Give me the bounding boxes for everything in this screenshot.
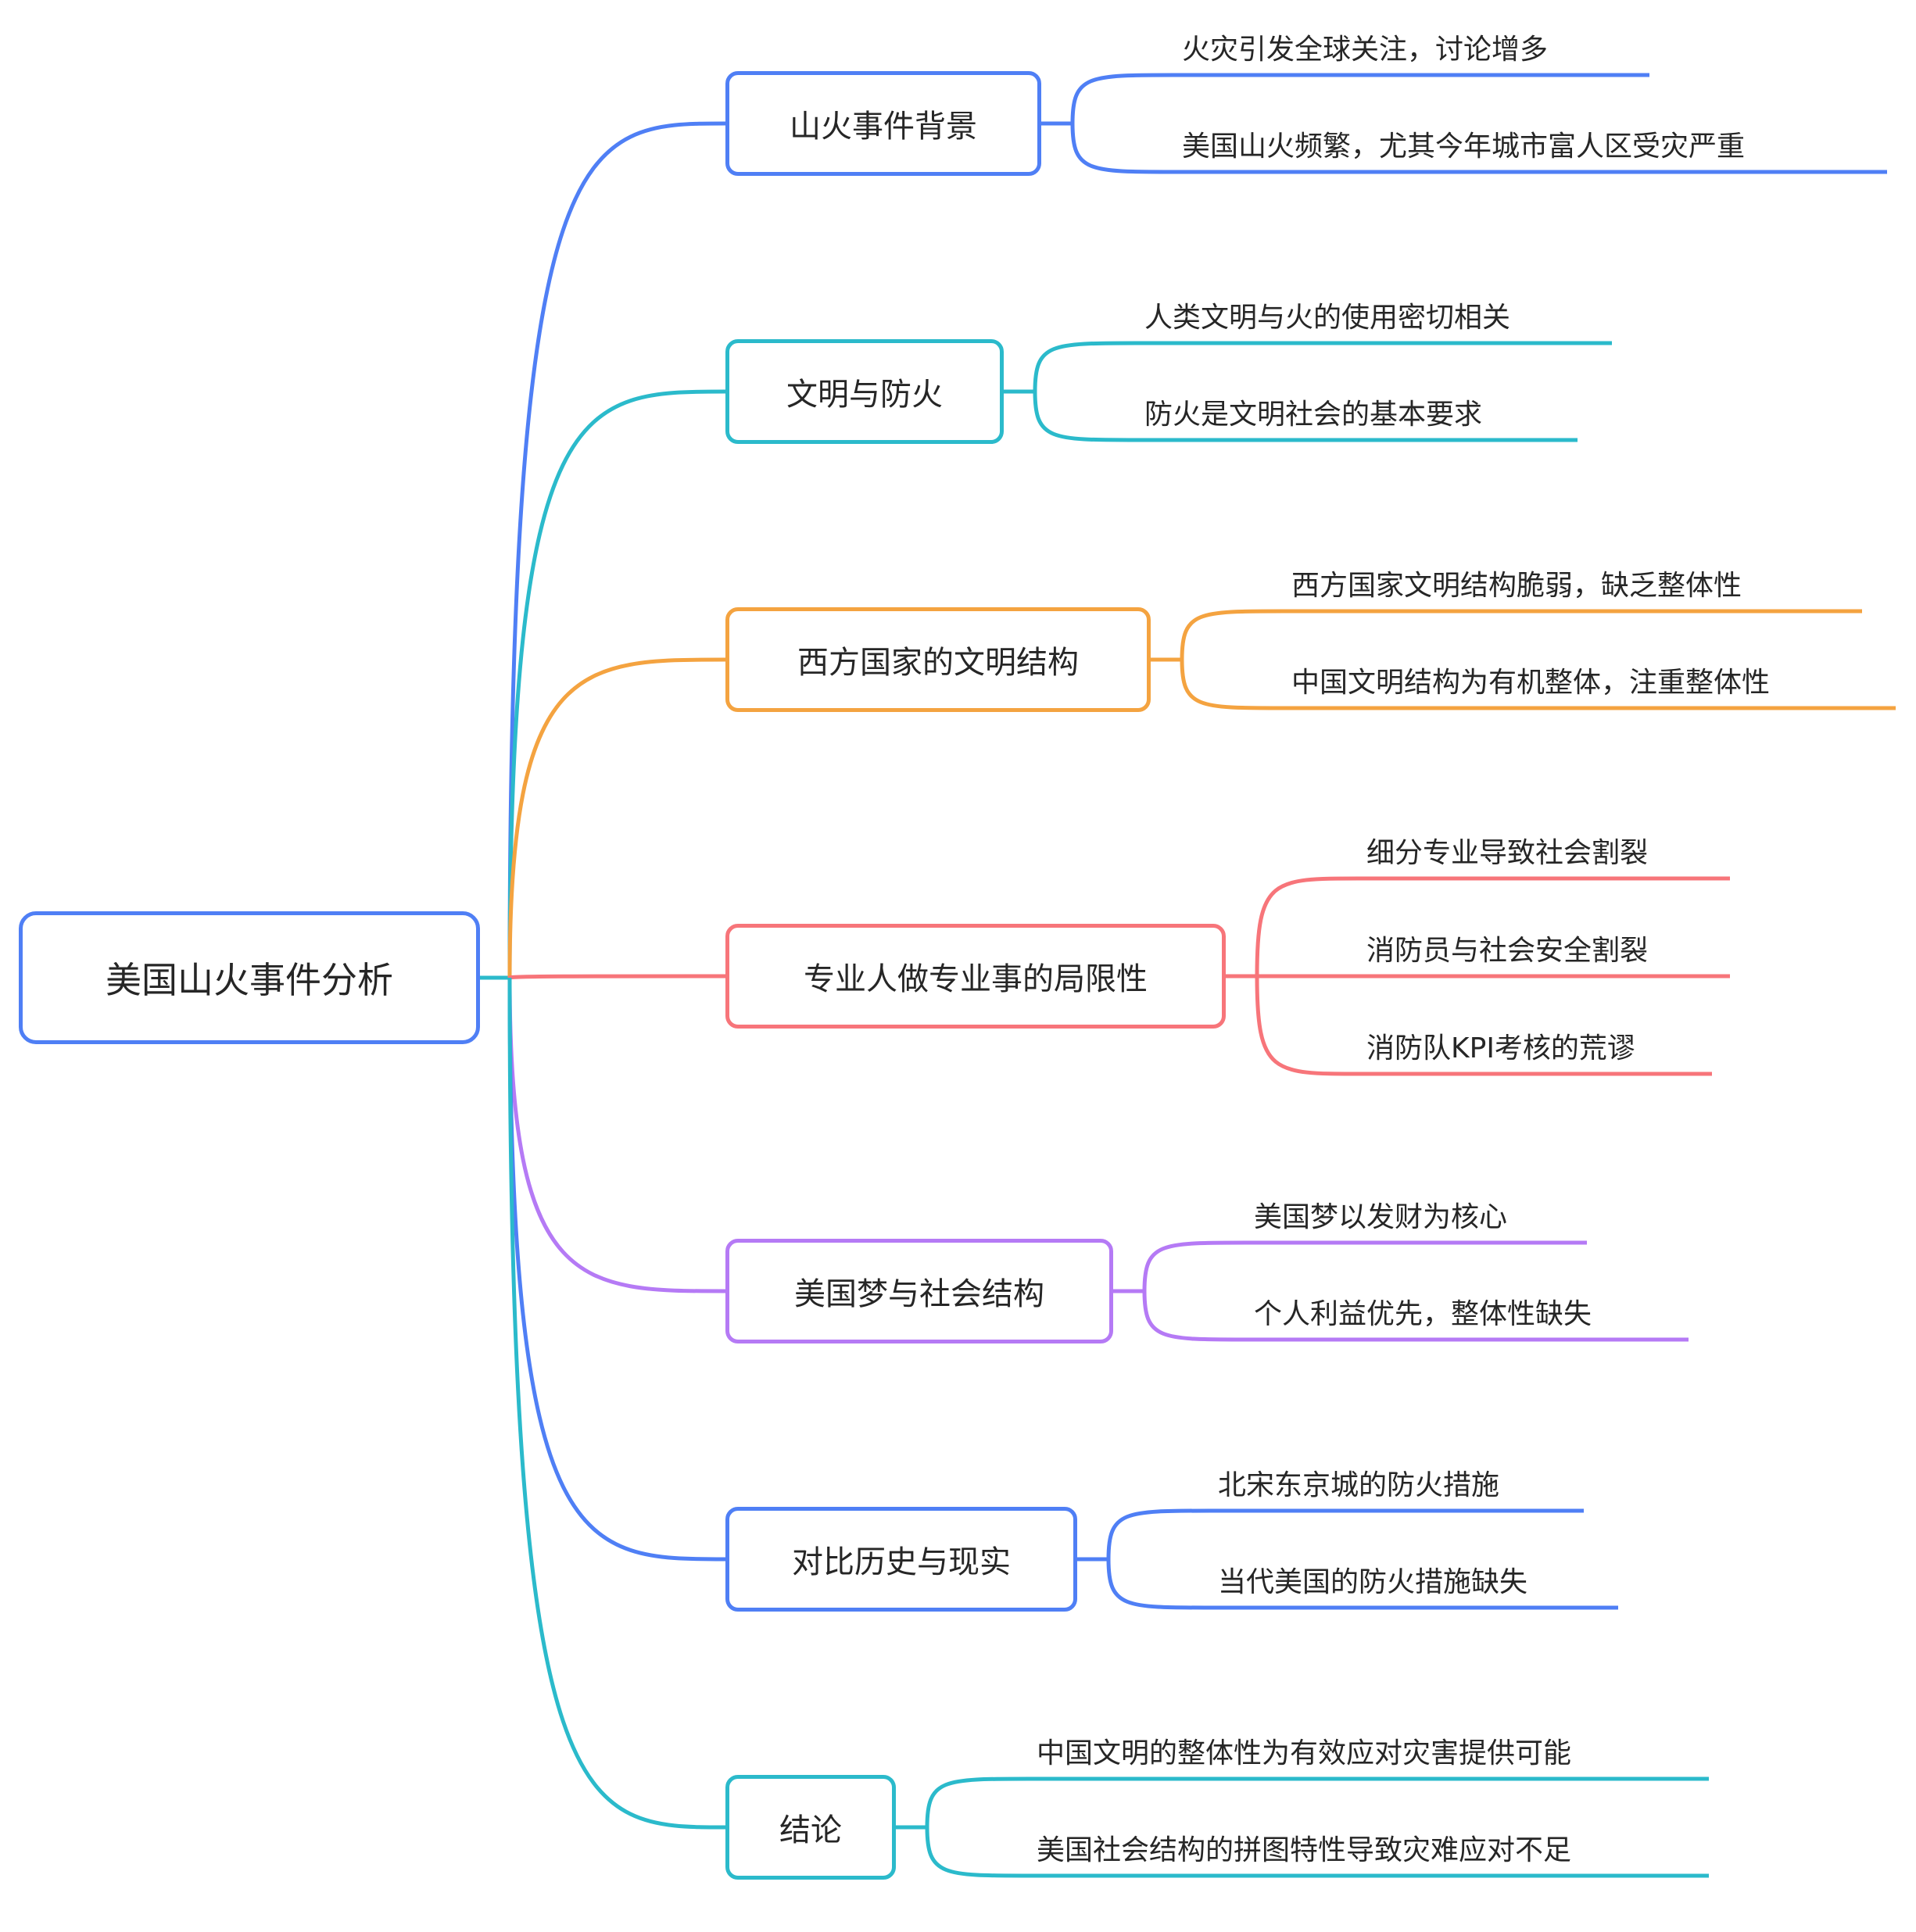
leaf-connector bbox=[1255, 876, 1730, 977]
branch-node[interactable]: 专业人做专业事的局限性 bbox=[725, 924, 1226, 1029]
branch-connector bbox=[507, 121, 726, 979]
branch-label: 结论 bbox=[779, 1812, 842, 1848]
leaf-connector bbox=[1033, 341, 1612, 392]
leaf-connector bbox=[1033, 391, 1578, 442]
leaf-node[interactable]: 消防员与社会安全割裂 bbox=[1366, 935, 1649, 967]
leaf-connector bbox=[925, 1826, 1709, 1878]
branch-node[interactable]: 文明与防火 bbox=[725, 339, 1004, 444]
leaf-node[interactable]: 中国文明结构为有机整体，注重整体性 bbox=[1291, 667, 1771, 699]
leaf-node[interactable]: 中国文明的整体性为有效应对灾害提供可能 bbox=[1037, 1737, 1572, 1769]
branch-node[interactable]: 山火事件背景 bbox=[725, 71, 1041, 176]
branch-connector bbox=[507, 974, 726, 980]
leaf-connector bbox=[1142, 1240, 1587, 1292]
branch-connector bbox=[507, 977, 726, 1830]
root-node[interactable]: 美国山火事件分析 bbox=[19, 911, 480, 1044]
leaf-connector bbox=[1106, 1508, 1584, 1560]
branch-label: 对比历史与现实 bbox=[792, 1544, 1011, 1580]
branch-node[interactable]: 西方国家的文明结构 bbox=[725, 607, 1151, 712]
leaf-node[interactable]: 人类文明与火的使用密切相关 bbox=[1144, 302, 1511, 334]
leaf-node[interactable]: 防火是文明社会的基本要求 bbox=[1144, 399, 1483, 431]
branch-label: 专业人做专业事的局限性 bbox=[804, 961, 1148, 997]
leaf-connector bbox=[925, 1776, 1709, 1828]
leaf-connector bbox=[1180, 609, 1862, 660]
leaf-connector bbox=[1070, 123, 1887, 174]
leaf-connector bbox=[1255, 975, 1712, 1076]
branch-label: 文明与防火 bbox=[786, 377, 943, 413]
leaf-node[interactable]: 北宋东京城的防火措施 bbox=[1218, 1469, 1500, 1501]
leaf-node[interactable]: 美国梦以发财为核心 bbox=[1254, 1201, 1508, 1233]
leaf-connector bbox=[1070, 73, 1649, 124]
leaf-node[interactable]: 西方国家文明结构脆弱，缺乏整体性 bbox=[1291, 570, 1742, 602]
leaf-node[interactable]: 美国社会结构的拼图特性导致灾难应对不足 bbox=[1037, 1834, 1572, 1866]
root-label: 美国山火事件分析 bbox=[106, 959, 393, 1001]
leaf-node[interactable]: 个人利益优先，整体性缺失 bbox=[1254, 1298, 1592, 1330]
leaf-node[interactable]: 火灾引发全球关注，讨论增多 bbox=[1182, 34, 1549, 66]
leaf-node[interactable]: 消防队KPI考核的荒谬 bbox=[1366, 1032, 1635, 1064]
leaf-node[interactable]: 当代美国的防火措施缺失 bbox=[1218, 1566, 1528, 1598]
branch-node[interactable]: 对比历史与现实 bbox=[725, 1507, 1077, 1612]
branch-connector bbox=[507, 977, 726, 1562]
branch-label: 美国梦与社会结构 bbox=[794, 1276, 1044, 1312]
branch-node[interactable]: 结论 bbox=[725, 1775, 896, 1880]
branch-label: 山火事件背景 bbox=[790, 109, 977, 145]
branch-connector bbox=[507, 389, 726, 979]
leaf-connector bbox=[1180, 659, 1896, 710]
leaf-connector bbox=[1142, 1290, 1689, 1342]
leaf-connector bbox=[1106, 1558, 1618, 1610]
branch-node[interactable]: 美国梦与社会结构 bbox=[725, 1239, 1113, 1343]
branch-label: 西方国家的文明结构 bbox=[797, 645, 1079, 681]
leaf-node[interactable]: 细分专业导致社会割裂 bbox=[1366, 837, 1649, 869]
branch-connector bbox=[507, 657, 726, 979]
branch-connector bbox=[507, 977, 726, 1293]
leaf-node[interactable]: 美国山火频繁，尤其今年城市富人区受灾严重 bbox=[1182, 131, 1746, 163]
